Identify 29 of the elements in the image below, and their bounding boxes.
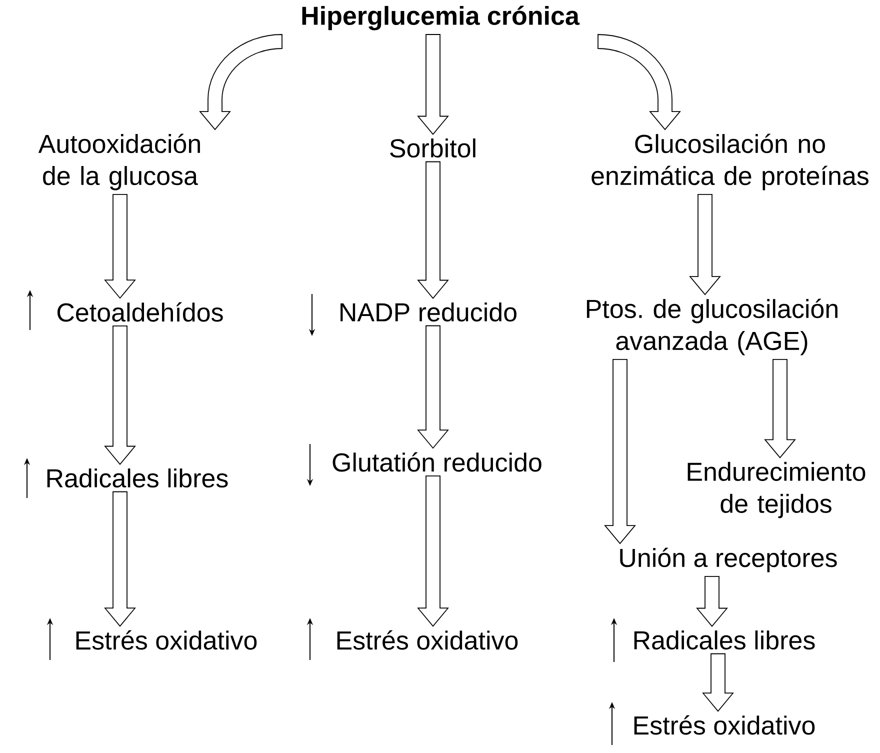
block-arrow xyxy=(104,325,136,465)
block-arrow xyxy=(598,34,680,130)
text-label: Radicales libres xyxy=(47,468,228,488)
block-arrow xyxy=(417,475,449,627)
text-label: NADP reducido xyxy=(340,302,516,322)
block-arrow xyxy=(604,359,636,544)
text-label: Unión a receptores xyxy=(620,548,837,572)
block-arrow xyxy=(417,325,449,449)
text-label: Glucosilación no enzimática de proteínas xyxy=(592,134,868,190)
text-label: Estrés oxidativo xyxy=(634,715,815,735)
block-arrow xyxy=(200,34,282,130)
text-label: Autooxidación de la glucosa xyxy=(38,134,200,190)
text-label: Cetoaldehídos xyxy=(57,302,223,322)
text-label: Glutatión reducido xyxy=(332,452,542,472)
block-arrow xyxy=(696,576,728,627)
text-label: Sorbitol xyxy=(390,138,476,158)
block-arrow xyxy=(417,161,449,299)
block-arrow xyxy=(764,359,796,458)
text-label: Endurecimiento de tejidos xyxy=(688,462,866,518)
title: Hiperglucemia crónica xyxy=(302,6,580,30)
block-arrow xyxy=(104,194,136,299)
block-arrow xyxy=(689,194,721,296)
text-label: Ptos. de glucosilación avanzada (AGE) xyxy=(586,298,838,356)
block-arrow xyxy=(104,491,136,627)
text-label: Radicales libres xyxy=(634,630,815,650)
block-arrow xyxy=(417,34,449,135)
text-label: Estrés oxidativo xyxy=(76,630,257,650)
text-label: Estrés oxidativo xyxy=(337,630,518,650)
block-arrow xyxy=(702,653,734,712)
